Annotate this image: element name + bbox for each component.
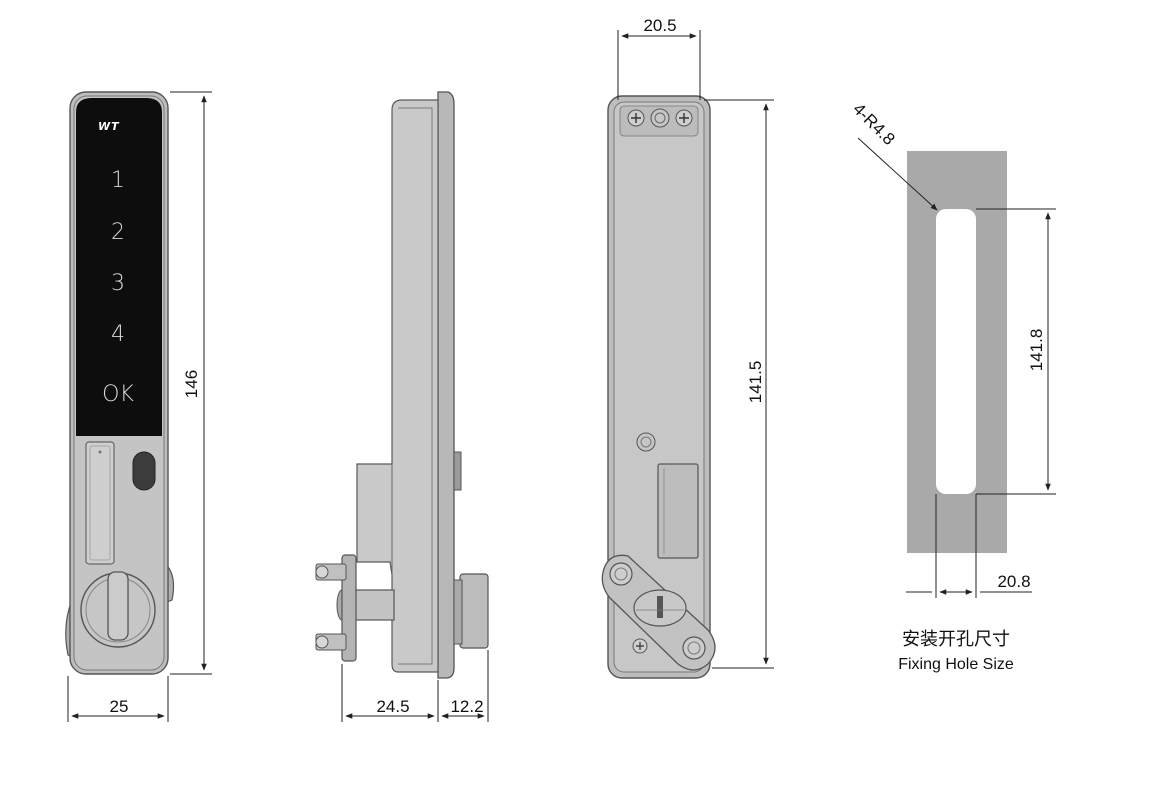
knob-handle <box>107 571 129 641</box>
front-view: WT 1 2 3 4 OK 146 25 <box>65 91 212 722</box>
key-1: 1 <box>111 168 125 193</box>
dim-back-height: 141.5 <box>746 361 765 404</box>
brand-logo: WT <box>98 120 120 133</box>
dim-front-width: 25 <box>110 697 129 716</box>
side-view: 24.5 12.2 <box>315 91 489 722</box>
cutout-view: 4-R4.8 141.8 20.8 安装开孔尺寸 Fixing Hole Siz… <box>849 99 1056 673</box>
caption-chinese: 安装开孔尺寸 <box>902 629 1010 650</box>
dim-cutout-radius: 4-R4.8 <box>849 99 899 149</box>
key-ok: OK <box>102 382 134 407</box>
dim-back-width: 20.5 <box>643 16 676 35</box>
battery-cover <box>85 441 115 565</box>
back-view: 20.5 141.5 <box>601 16 774 679</box>
indicator-button <box>132 451 156 491</box>
dim-cutout-height: 141.8 <box>1027 329 1046 372</box>
side-housing <box>356 99 439 673</box>
keypad-panel <box>76 98 162 436</box>
dim-side-projection: 12.2 <box>450 697 483 716</box>
cutout-hole <box>936 209 976 494</box>
back-latch <box>657 463 699 559</box>
dim-front-height: 146 <box>182 370 201 398</box>
back-boss <box>636 432 656 452</box>
side-knob <box>459 573 489 649</box>
caption-english: Fixing Hole Size <box>898 656 1014 673</box>
dim-side-depth: 24.5 <box>376 697 409 716</box>
key-3: 3 <box>111 271 125 296</box>
dim-cutout-width: 20.8 <box>997 572 1030 591</box>
key-2: 2 <box>111 220 125 245</box>
key-4: 4 <box>111 322 125 347</box>
